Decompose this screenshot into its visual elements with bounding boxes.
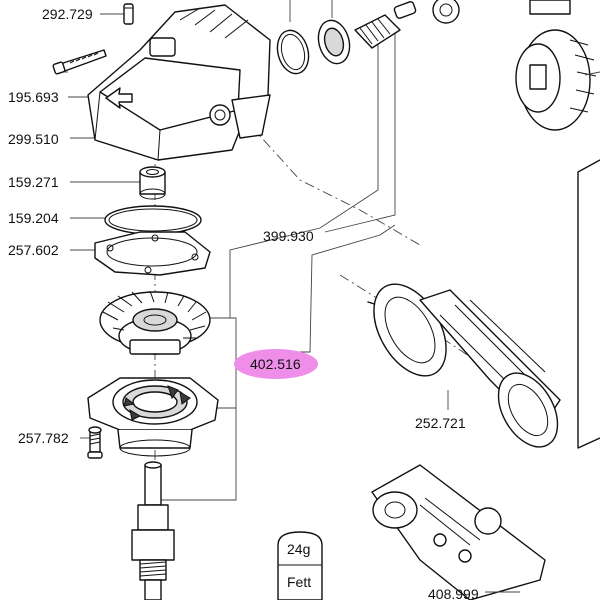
part-side-handle <box>367 283 561 448</box>
label-252721: 252.721 <box>415 415 466 431</box>
grease-amount: 24g <box>287 541 310 557</box>
label-399930: 399.930 <box>263 228 314 244</box>
label-402516: 402.516 <box>250 356 301 372</box>
label-292729: 292.729 <box>42 6 93 22</box>
part-grease-tube <box>277 531 323 600</box>
part-bevel-gear <box>99 290 211 355</box>
label-408999: 408.999 <box>428 586 479 600</box>
part-bearing-top <box>432 0 460 24</box>
part-bushing-top <box>317 0 351 65</box>
part-bearing-flange <box>87 377 219 457</box>
part-gasket-257602 <box>94 231 211 276</box>
part-o-ring-159204 <box>104 205 202 235</box>
highlighted-callout[interactable]: 402.516 <box>234 349 318 379</box>
part-spindle <box>131 461 175 600</box>
grease-name: Fett <box>287 574 311 590</box>
highlight-oval <box>234 349 318 379</box>
part-sleeve-159271 <box>139 166 166 200</box>
part-o-ring-top <box>276 0 310 75</box>
part-pin-292729 <box>123 3 134 25</box>
label-195693: 195.693 <box>8 89 59 105</box>
part-labels: 292.729 195.693 299.510 159.271 159.204 … <box>8 6 479 600</box>
label-299510: 299.510 <box>8 131 59 147</box>
inset-box-outline <box>577 159 600 449</box>
part-screw-195693 <box>52 49 107 75</box>
part-bracket-408999 <box>371 464 546 600</box>
label-159271: 159.271 <box>8 174 59 190</box>
label-257782: 257.782 <box>18 430 69 446</box>
part-gear-housing-299510 <box>87 4 271 161</box>
part-pinion-gear <box>354 1 417 49</box>
label-257602: 257.602 <box>8 242 59 258</box>
part-fan <box>515 0 600 131</box>
label-159204: 159.204 <box>8 210 59 226</box>
grease-labels: 24g Fett <box>287 541 311 590</box>
part-bolt-257782 <box>87 426 103 459</box>
